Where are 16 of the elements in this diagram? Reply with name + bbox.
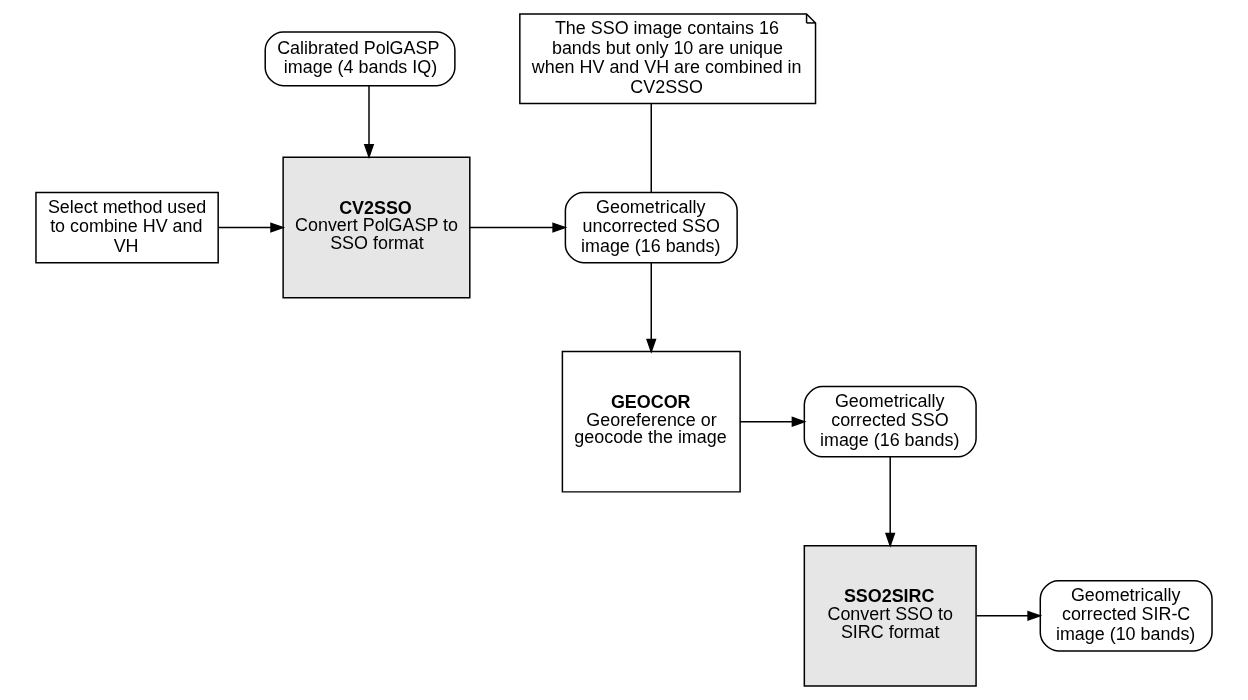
arrow [739,416,807,427]
node-box: GEOCOR Georeference or geocode the image [561,350,741,493]
arrow [976,610,1043,622]
node-box: SSO2SIRC Convert SSO to SIRC format [803,544,977,687]
node-box: CV2SSO Convert PolGASP to SSO format [282,156,471,299]
arrow [217,222,286,233]
node-box: Geometrically corrected SSO image (16 bands) [803,385,977,458]
connector [650,103,652,194]
node-box: Calibrated PolGASP image (4 bands IQ) [264,31,456,87]
arrow [884,456,896,548]
node-box: Geometrically corrected SIR-C image (10 bands) [1039,580,1213,652]
arrow [646,261,657,354]
node-box: Geometrically uncorrected SSO image (16 bands) [564,191,738,264]
arrow [469,222,568,233]
node-box: Select method used to combine HV and VH [35,191,219,264]
arrow [363,85,375,160]
